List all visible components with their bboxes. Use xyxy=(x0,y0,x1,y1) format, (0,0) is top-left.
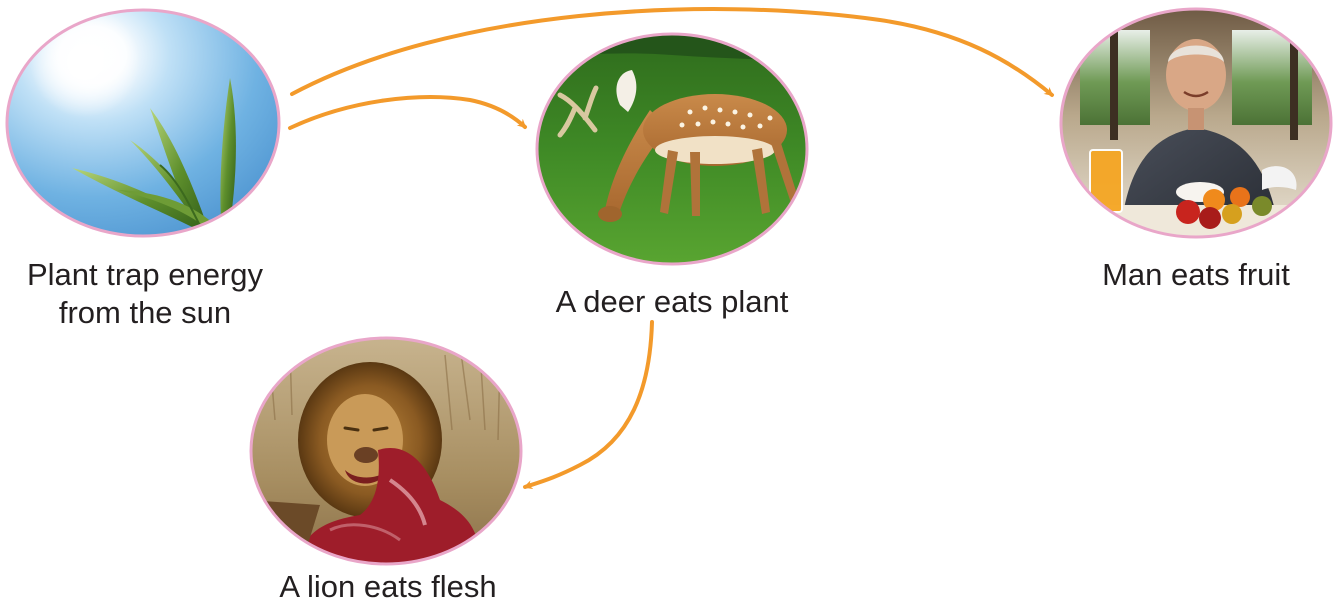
lion-caption-text: A lion eats flesh xyxy=(230,568,546,606)
man-caption: Man eats fruit xyxy=(1058,256,1334,294)
plant-caption-line1: Plant trap energy xyxy=(0,256,290,294)
plant-caption: Plant trap energy from the sun xyxy=(0,256,290,332)
arrow-plant-to-deer xyxy=(290,97,525,128)
man-caption-text: Man eats fruit xyxy=(1058,256,1334,294)
deer-caption-text: A deer eats plant xyxy=(510,283,834,321)
man-image xyxy=(1058,8,1334,250)
deer-caption: A deer eats plant xyxy=(510,283,834,321)
plant-sun-image xyxy=(0,0,290,250)
lion-caption: A lion eats flesh xyxy=(230,568,546,606)
arrow-deer-to-lion xyxy=(525,322,652,487)
lion-image xyxy=(248,335,528,570)
plant-caption-line2: from the sun xyxy=(0,294,290,332)
deer-image xyxy=(530,30,815,270)
